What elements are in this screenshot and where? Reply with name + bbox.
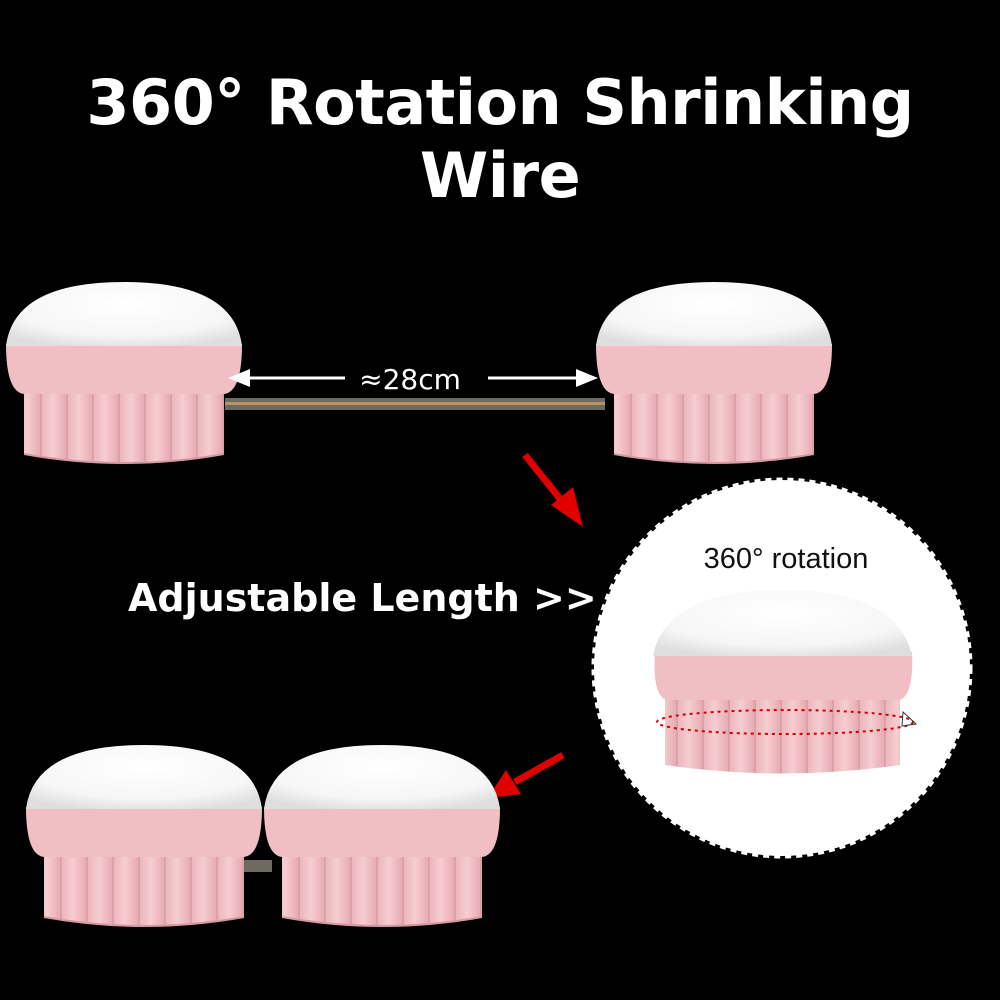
red-arrow-down xyxy=(522,452,583,527)
rotation-label: 360° rotation xyxy=(703,543,869,575)
dimension-arrow xyxy=(228,369,598,387)
lamp-top-right xyxy=(595,281,833,464)
lamp-top-left xyxy=(5,281,243,464)
lamp-bottom-right xyxy=(263,744,501,927)
adjustable-length-label: Adjustable Length >> xyxy=(128,576,597,620)
dimension-label: ≈28cm xyxy=(359,363,461,396)
page-title: 360° Rotation Shrinking Wire xyxy=(86,66,914,212)
red-arrow-left xyxy=(488,751,565,798)
lamp-inset xyxy=(653,590,918,774)
wire-top-core xyxy=(225,402,605,405)
lamp-bottom-left xyxy=(25,744,263,927)
